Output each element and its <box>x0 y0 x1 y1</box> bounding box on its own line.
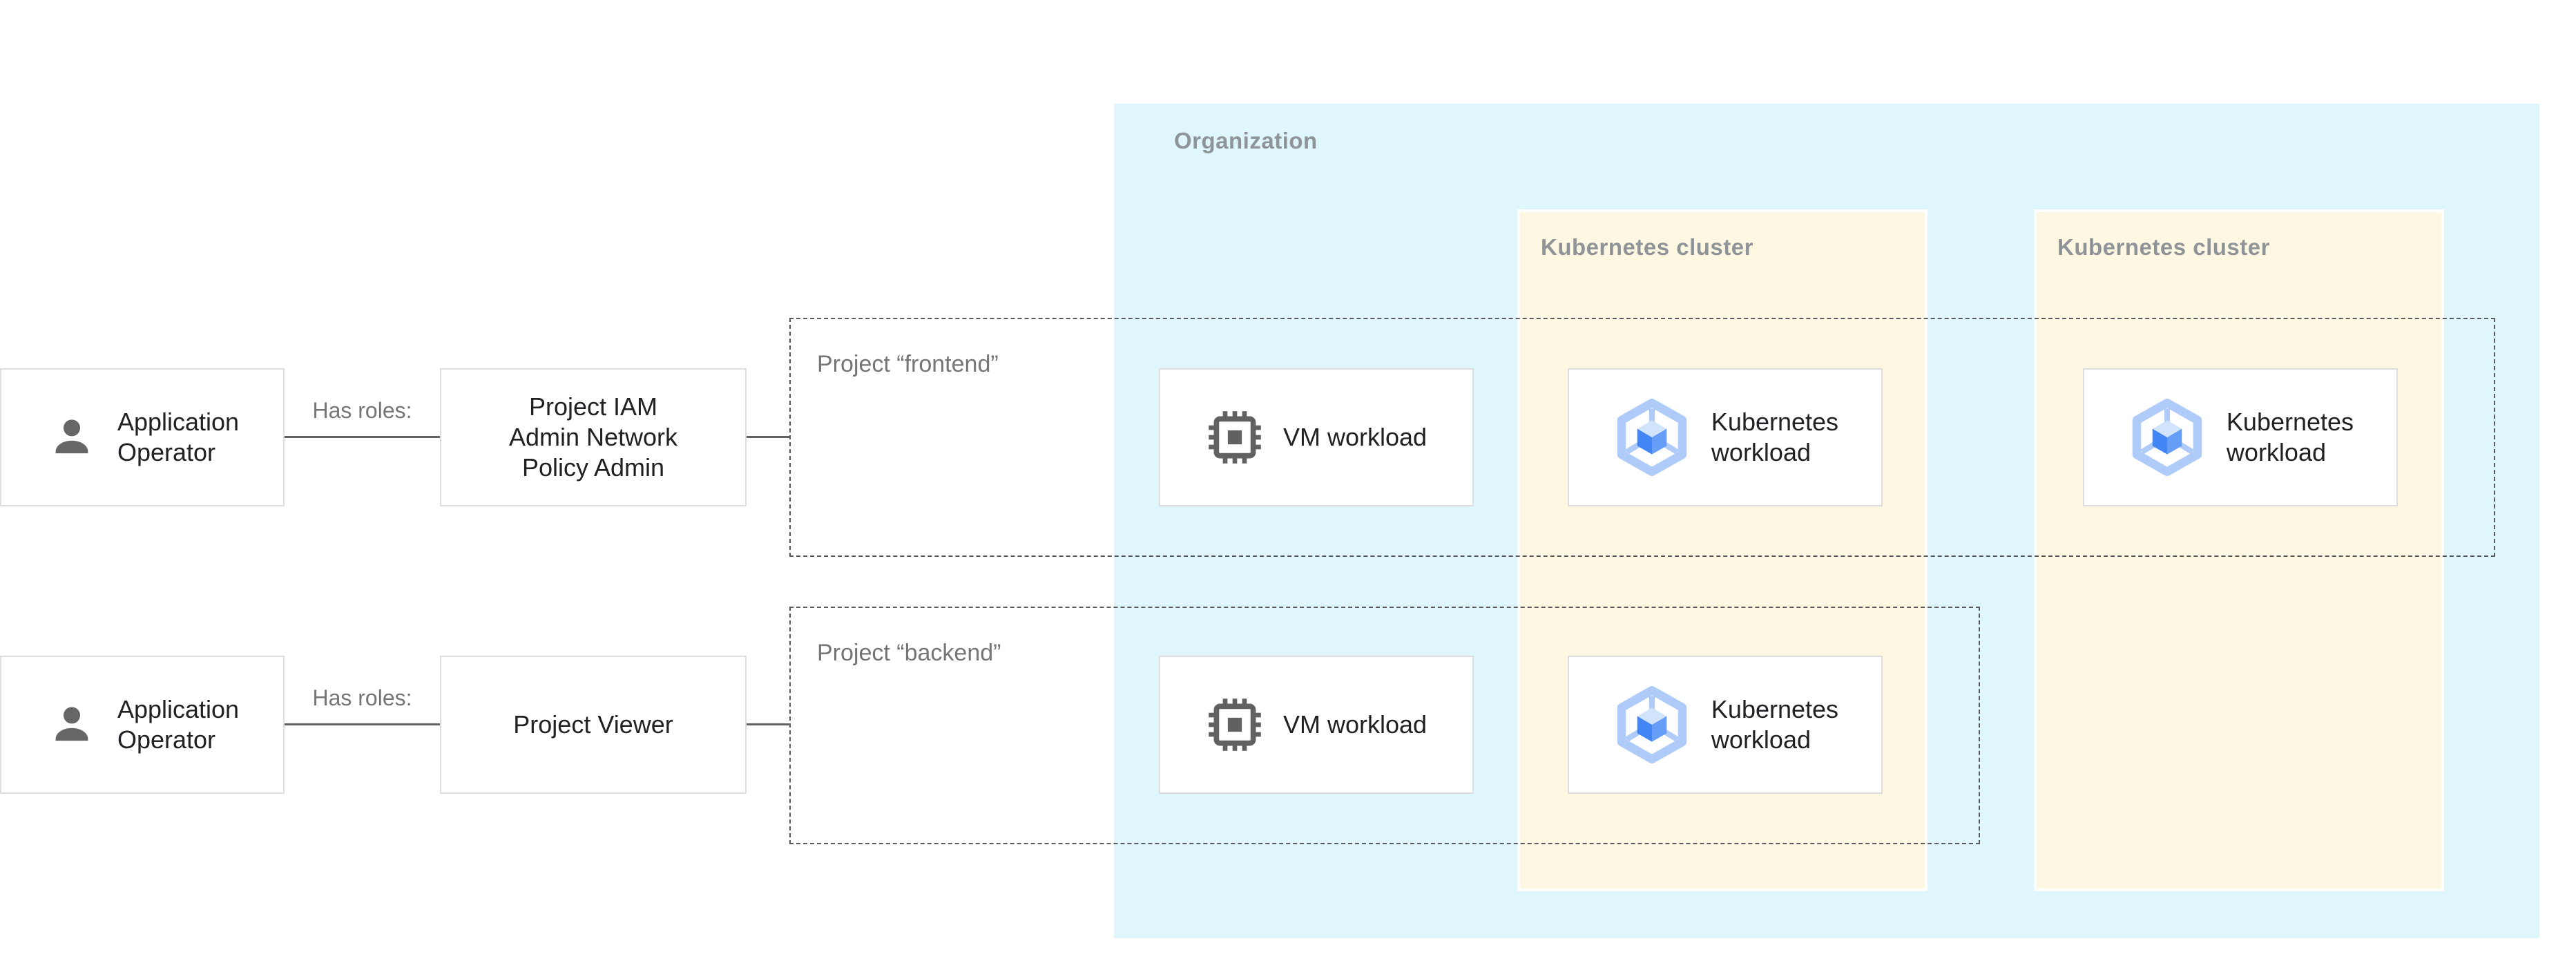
k8s-3-line-1: Kubernetes <box>2226 408 2354 436</box>
role-1-line-3: Policy Admin <box>521 453 665 482</box>
role-1-line-2: Admin Network <box>508 423 678 451</box>
kubernetes-hexagon-icon <box>2127 397 2207 477</box>
vm-chip-icon <box>1206 696 1264 754</box>
kubernetes-cluster-1-label: Kubernetes cluster <box>1541 234 1753 260</box>
kubernetes-workload-3-label: Kubernetes workload <box>2227 407 2354 468</box>
project-backend-label: Project “backend” <box>817 640 1001 666</box>
kubernetes-cluster-zone-2: Kubernetes cluster <box>2034 209 2444 891</box>
project-backend-boundary: Project “backend” <box>789 607 1980 844</box>
vm-workload-1-label: VM workload <box>1282 423 1428 451</box>
application-operator-node-1: Application Operator <box>0 368 285 506</box>
role-node-project-viewer: Project Viewer <box>440 656 747 794</box>
actor-2-line-1: Application <box>117 695 240 723</box>
kubernetes-workload-node-backend-cluster1: Kubernetes workload <box>1568 656 1883 794</box>
role-1-line-1: Project IAM <box>528 392 658 421</box>
actor-1-line-2: Operator <box>117 438 216 466</box>
kubernetes-hexagon-icon <box>1612 685 1692 765</box>
role-1-label: Project IAM Admin Network Policy Admin <box>509 392 677 483</box>
kubernetes-hexagon-icon <box>1612 397 1692 477</box>
kubernetes-cluster-2-label: Kubernetes cluster <box>2057 234 2270 260</box>
role-2-label: Project Viewer <box>513 710 673 739</box>
connector-role2-to-project-backend <box>747 723 791 725</box>
application-operator-node-2: Application Operator <box>0 656 285 794</box>
connector-operator1-to-role1 <box>285 436 440 438</box>
actor-2-line-2: Operator <box>117 725 216 754</box>
vm-workload-2-label: VM workload <box>1282 710 1428 739</box>
connector-operator2-to-role2 <box>285 723 440 725</box>
kubernetes-workload-node-frontend-cluster1: Kubernetes workload <box>1568 368 1883 506</box>
actor-1-line-1: Application <box>117 408 240 436</box>
k8s-2-line-2: workload <box>1711 725 1811 754</box>
k8s-2-line-1: Kubernetes <box>1711 695 1839 723</box>
kubernetes-workload-2-label: Kubernetes workload <box>1711 694 1838 755</box>
k8s-1-line-1: Kubernetes <box>1711 408 1839 436</box>
application-operator-1-label: Application Operator <box>117 407 239 468</box>
kubernetes-workload-1-label: Kubernetes workload <box>1711 407 1838 468</box>
kubernetes-workload-node-frontend-cluster2: Kubernetes workload <box>2083 368 2398 506</box>
k8s-1-line-2: workload <box>1711 438 1811 466</box>
project-frontend-label: Project “frontend” <box>817 351 999 377</box>
organization-label: Organization <box>1174 128 1318 153</box>
application-operator-2-label: Application Operator <box>117 694 239 755</box>
connector-role1-to-project-frontend <box>747 436 791 438</box>
has-roles-label-frontend: Has roles: <box>312 398 412 423</box>
vm-workload-node-frontend: VM workload <box>1159 368 1474 506</box>
person-icon <box>46 698 98 751</box>
k8s-3-line-2: workload <box>2226 438 2326 466</box>
role-node-project-iam-admin: Project IAM Admin Network Policy Admin <box>440 368 747 506</box>
has-roles-label-backend: Has roles: <box>312 685 412 710</box>
vm-chip-icon <box>1206 408 1264 466</box>
vm-workload-node-backend: VM workload <box>1159 656 1474 794</box>
person-icon <box>46 411 98 464</box>
